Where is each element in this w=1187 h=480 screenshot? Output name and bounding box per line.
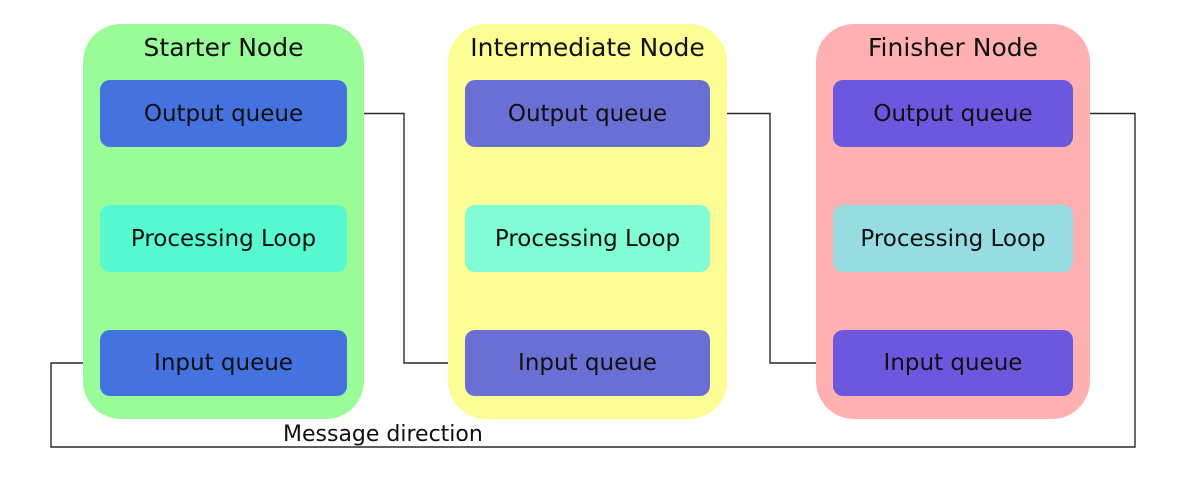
starter-input-queue-label: Input queue bbox=[154, 350, 293, 376]
node-starter-title: Starter Node bbox=[143, 33, 304, 62]
intermediate-input-queue-box: Input queue bbox=[465, 330, 710, 396]
finisher-output-queue-label: Output queue bbox=[873, 100, 1033, 127]
node-intermediate-title: Intermediate Node bbox=[470, 33, 705, 62]
finisher-input-queue-box: Input queue bbox=[833, 330, 1073, 396]
intermediate-output-queue-label: Output queue bbox=[507, 100, 668, 127]
node-finisher: Finisher Node Output queue Processing Lo… bbox=[816, 24, 1090, 419]
node-intermediate: Intermediate Node Output queue Processin… bbox=[448, 24, 727, 419]
starter-output-queue-box: Output queue bbox=[100, 80, 347, 147]
finisher-output-queue-box: Output queue bbox=[833, 80, 1073, 147]
finisher-processing-loop-box: Processing Loop bbox=[833, 205, 1073, 272]
finisher-input-queue-label: Input queue bbox=[883, 350, 1023, 376]
connector-starter-to-intermediate bbox=[347, 112, 465, 368]
message-direction-label: Message direction bbox=[283, 422, 483, 447]
node-finisher-title: Finisher Node bbox=[867, 33, 1039, 62]
intermediate-processing-loop-label: Processing Loop bbox=[494, 225, 681, 252]
starter-processing-loop-box: Processing Loop bbox=[100, 205, 347, 272]
finisher-processing-loop-label: Processing Loop bbox=[860, 225, 1046, 252]
starter-input-queue-box: Input queue bbox=[100, 330, 347, 396]
starter-processing-loop-label: Processing Loop bbox=[130, 225, 317, 252]
node-starter: Starter Node Output queue Processing Loo… bbox=[83, 24, 364, 419]
intermediate-input-queue-label: Input queue bbox=[518, 350, 657, 376]
starter-output-queue-label: Output queue bbox=[143, 100, 304, 127]
intermediate-output-queue-box: Output queue bbox=[465, 80, 710, 147]
intermediate-processing-loop-box: Processing Loop bbox=[465, 205, 710, 272]
